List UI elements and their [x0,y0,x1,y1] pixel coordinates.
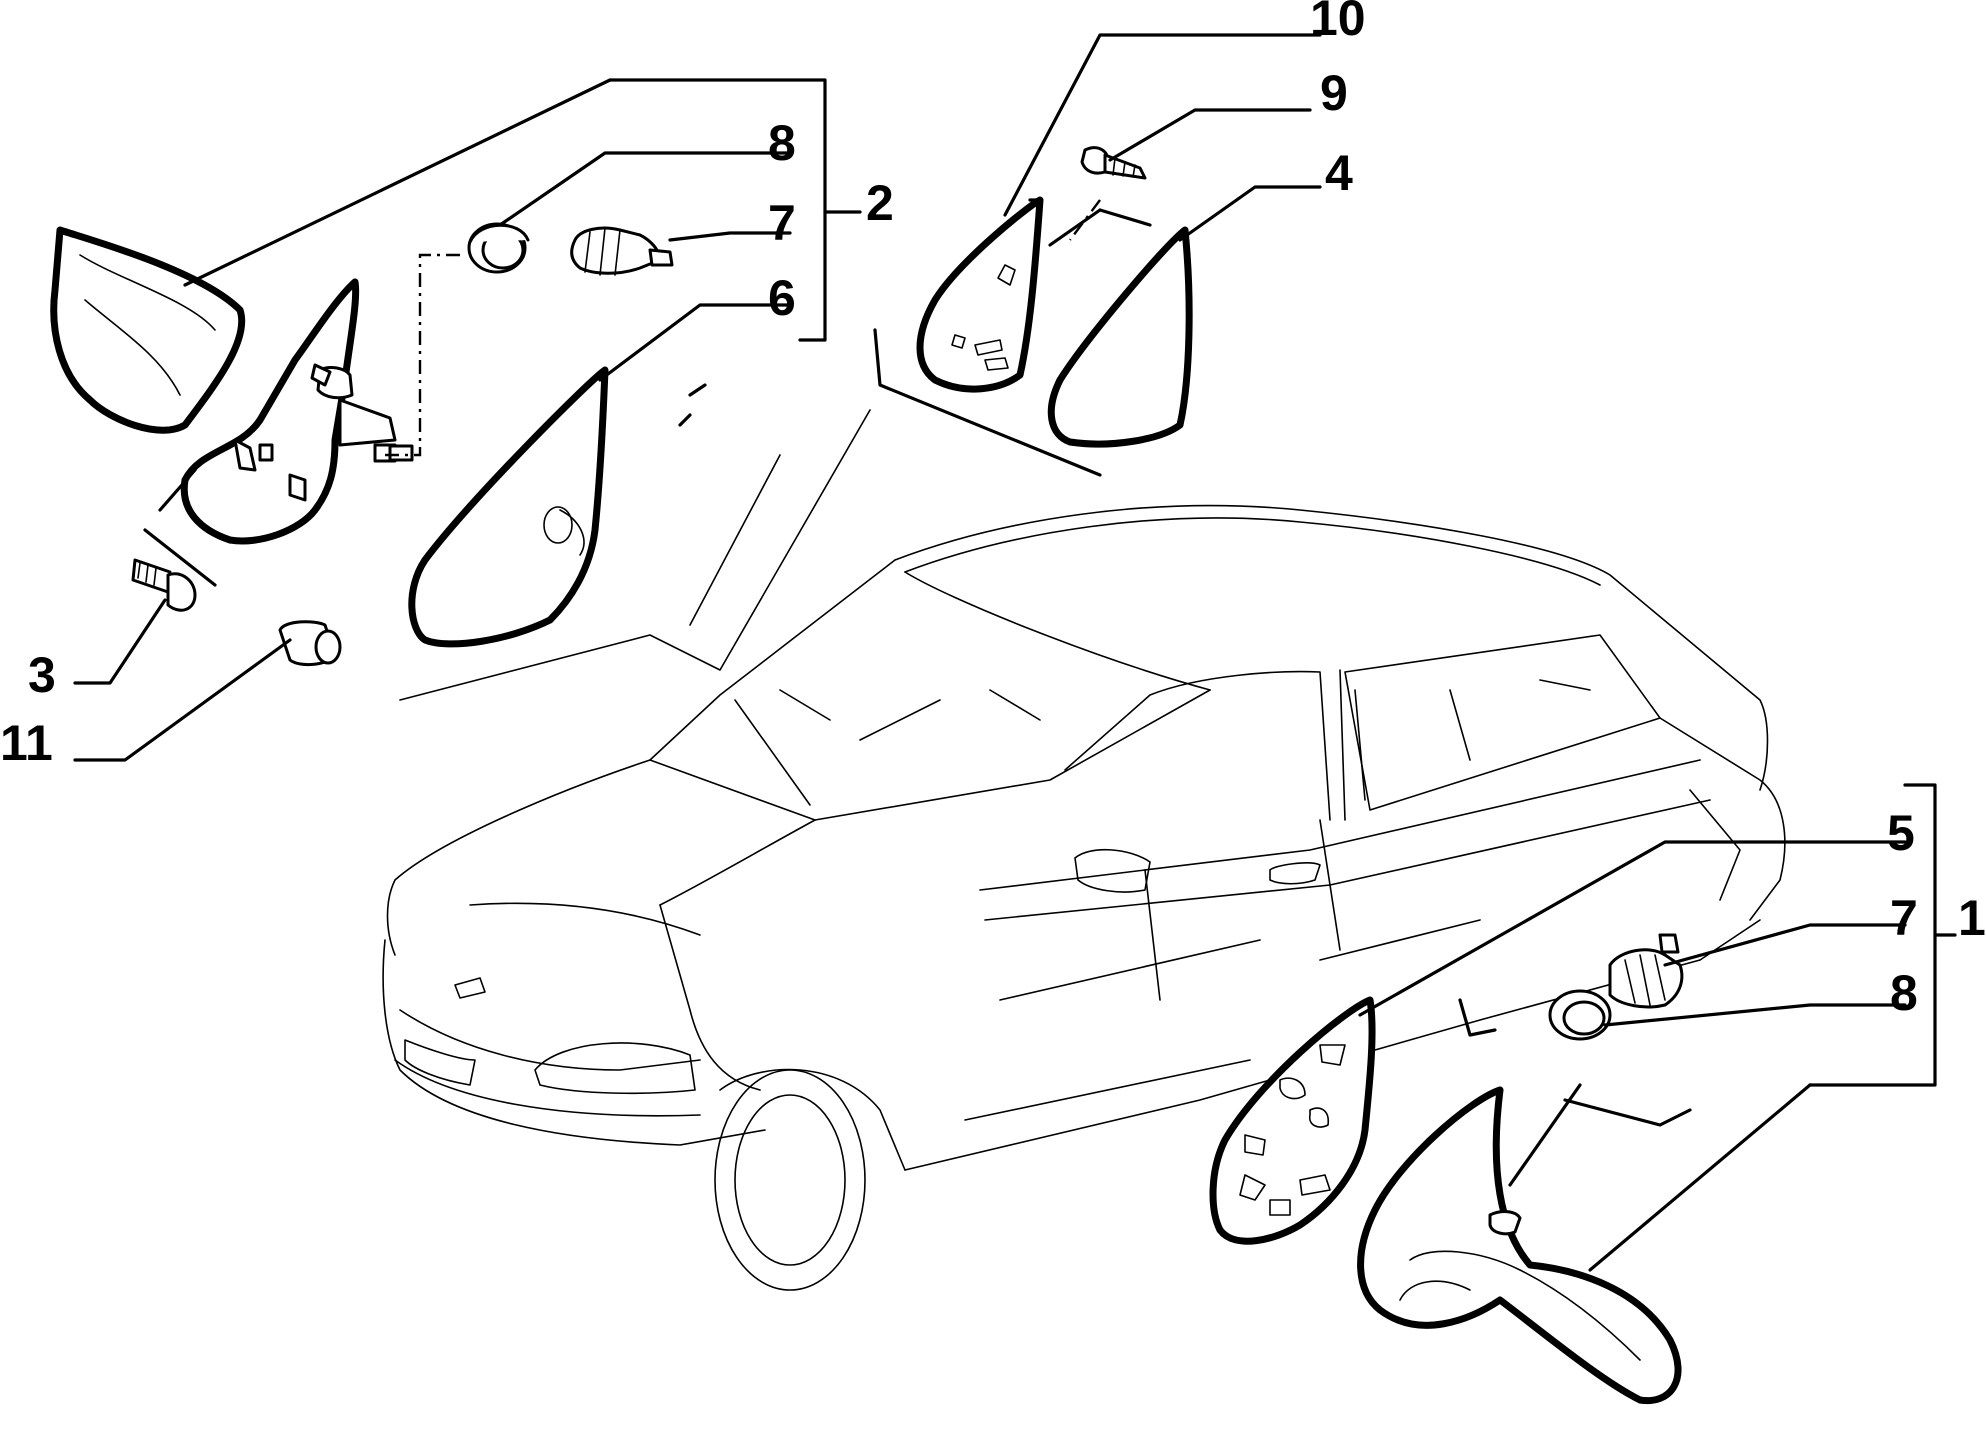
guide-lines [143,198,1692,1187]
nut-insert [278,620,342,667]
sealing-ring-top [467,222,530,274]
callout-11: 11 [0,715,53,771]
inner-cover-plate [916,196,1044,393]
callout-8-right: 8 [1890,965,1918,1021]
bellows-grommet-top [570,226,674,276]
callout-7-top: 7 [768,195,796,251]
callout-8-top: 8 [768,115,796,171]
callout-6: 6 [768,270,796,326]
car-outline [382,504,1786,1291]
leader-lines [73,33,1957,1272]
callout-9: 9 [1320,65,1348,121]
sealing-ring-right [1548,989,1612,1041]
mirror-glass-small [1047,226,1193,448]
right-mirror-housing [1357,1086,1682,1405]
callout-3: 3 [28,647,56,703]
screw-small [1080,146,1147,180]
bellows-grommet-right [1608,933,1684,1009]
screw-mount [131,558,197,612]
callout-labels: 2 8 7 6 3 11 10 9 4 5 7 8 1 [0,0,1986,1021]
left-mirror-glass [408,366,609,648]
right-mirror-base [1209,996,1376,1245]
left-mirror-housing [50,226,246,434]
callout-4: 4 [1325,145,1353,201]
left-mirror-base [180,278,414,545]
callout-7-right: 7 [1890,890,1918,946]
callout-1: 1 [1958,890,1986,946]
callout-2: 2 [866,175,894,231]
callout-5: 5 [1887,805,1915,861]
callout-10: 10 [1310,0,1366,46]
